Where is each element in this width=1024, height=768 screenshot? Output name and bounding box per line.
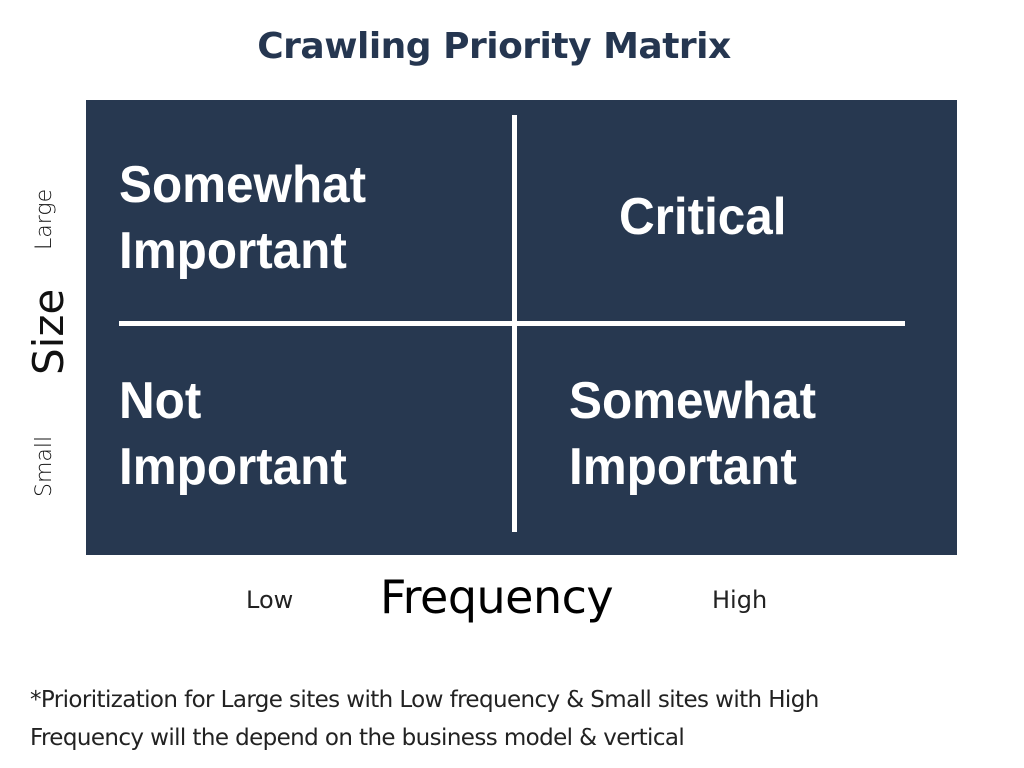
x-axis-low-tick: Low <box>246 586 294 614</box>
quadrant-top-left: Somewhat Important <box>119 152 366 284</box>
quadrant-bottom-left-line1: Not <box>119 372 202 430</box>
footnote-line2: Frequency will the depend on the busines… <box>30 725 685 751</box>
quadrant-top-left-line1: Somewhat <box>119 156 367 214</box>
quadrant-top-left-line2: Important <box>119 222 347 280</box>
priority-matrix-panel: Somewhat Important Critical Not Importan… <box>86 100 957 555</box>
quadrant-top-right: Critical <box>619 184 786 250</box>
x-axis-high-tick: High <box>712 586 768 614</box>
x-axis-label: Frequency <box>380 570 614 624</box>
footnote: *Prioritization for Large sites with Low… <box>30 681 930 757</box>
quadrant-bottom-left: Not Important <box>119 368 347 500</box>
quadrant-bottom-left-line2: Important <box>119 438 347 496</box>
diagram-title: Crawling Priority Matrix <box>257 26 731 67</box>
quadrant-bottom-right-line2: Important <box>569 438 797 496</box>
quadrant-top-right-line1: Critical <box>619 188 787 246</box>
y-axis-large-tick: Large <box>32 188 57 250</box>
quadrant-bottom-right-line1: Somewhat <box>569 372 817 430</box>
quadrant-bottom-right: Somewhat Important <box>569 368 816 500</box>
y-axis-label: Size <box>24 288 73 375</box>
y-axis-small-tick: Small <box>32 435 57 497</box>
horizontal-divider <box>119 321 905 326</box>
footnote-line1: *Prioritization for Large sites with Low… <box>30 687 819 713</box>
